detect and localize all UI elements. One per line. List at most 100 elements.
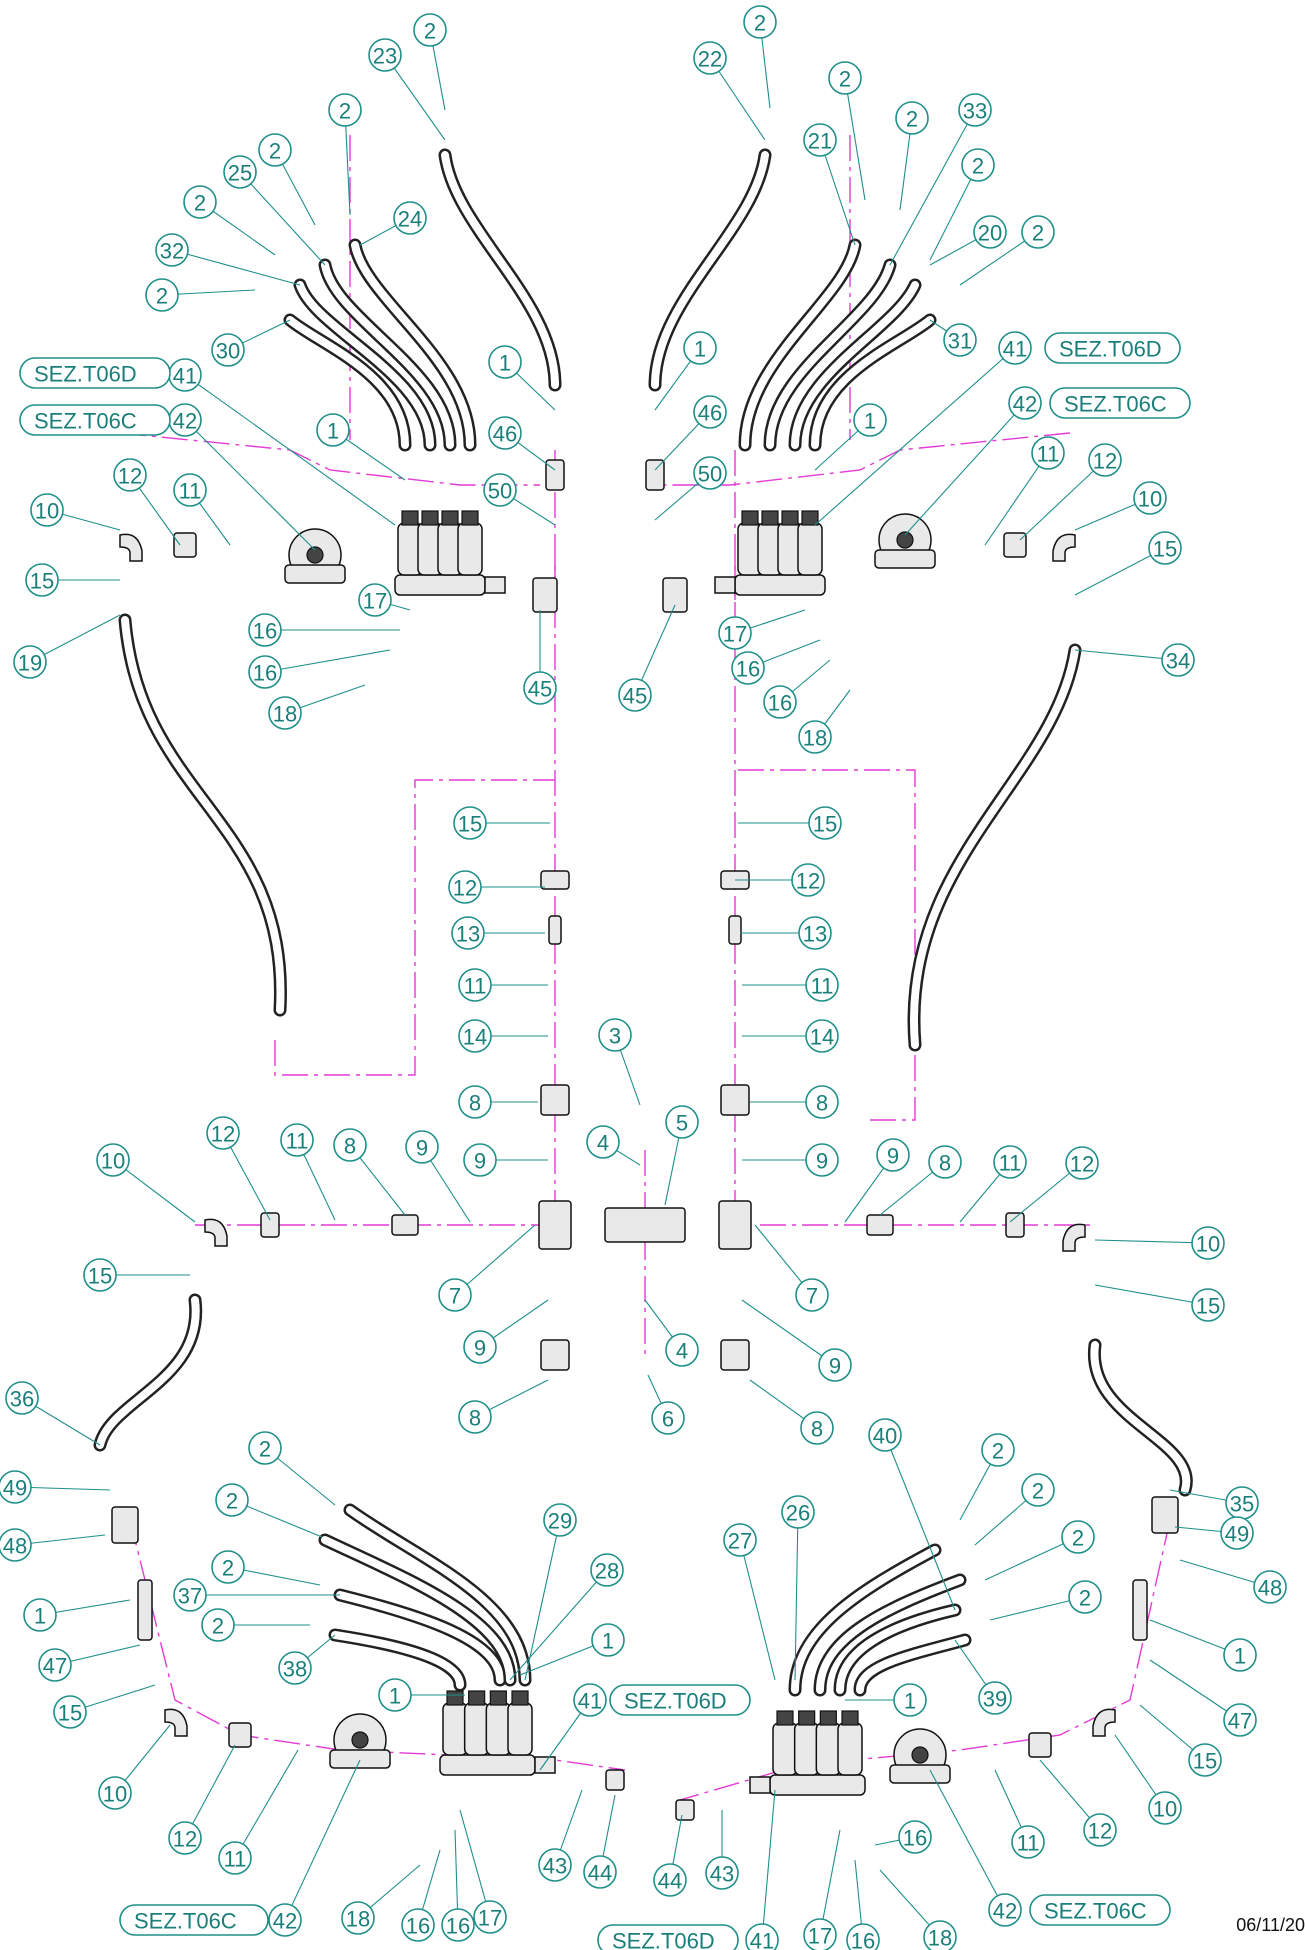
callout-15: 15 (1188, 1743, 1222, 1777)
nipple-13-b (728, 915, 742, 945)
callout-label: 41 (1003, 337, 1027, 362)
callout-16: 16 (248, 613, 282, 647)
callout-47: 47 (38, 1648, 72, 1682)
nut-12-e (228, 1722, 252, 1748)
callout-12: 12 (791, 863, 825, 897)
callout-label: 16 (736, 657, 760, 682)
leader-10 (112, 1159, 196, 1223)
leader-28 (509, 1569, 608, 1681)
callout-42: 42 (268, 1903, 302, 1937)
leader-9 (741, 1299, 836, 1366)
callout-label: 4 (676, 1339, 688, 1364)
callout-42: 42 (988, 1893, 1022, 1927)
callout-41: 41 (745, 1923, 779, 1950)
callout-12: 12 (448, 870, 482, 904)
callout-21: 21 (803, 123, 837, 157)
callout-label: 12 (1088, 1819, 1112, 1844)
callout-8: 8 (800, 1411, 834, 1445)
callout-label: 26 (786, 1501, 810, 1526)
callout-2: 2 (201, 1608, 235, 1642)
callout-label: 42 (273, 1909, 297, 1934)
nipple-13-a (548, 915, 562, 945)
callout-label: 12 (173, 1827, 197, 1852)
callout-15: 15 (83, 1258, 117, 1292)
section-ref-label: SEZ.T06C (134, 1909, 237, 1934)
hose-19 (118, 613, 287, 1017)
callout-label: 2 (339, 99, 351, 124)
callout-label: 17 (363, 589, 387, 614)
callout-39: 39 (978, 1681, 1012, 1715)
pipe-47-right (1132, 1579, 1148, 1641)
section-ref-sez-d: SEZ.T06D (597, 1924, 739, 1950)
leader-23 (384, 54, 446, 141)
leader-2 (844, 77, 866, 201)
leader-33 (889, 109, 976, 266)
callout-label: 15 (88, 1264, 112, 1289)
callout-label: 21 (808, 129, 832, 154)
leader-25 (239, 171, 326, 266)
callout-label: 11 (1017, 1831, 1040, 1856)
section-ref-label: SEZ.T06D (612, 1929, 715, 1950)
callout-label: 9 (474, 1149, 486, 1174)
callout-5: 5 (665, 1105, 699, 1139)
callout-label: 10 (35, 499, 59, 524)
callout-17: 17 (473, 1900, 507, 1934)
callout-15: 15 (1148, 531, 1182, 565)
callout-label: 1 (694, 337, 706, 362)
callout-label: 47 (43, 1654, 67, 1679)
callout-15: 15 (808, 806, 842, 840)
valve-disc-42-bottom-left (329, 1713, 391, 1769)
callout-label: 1 (864, 409, 876, 434)
callout-1: 1 (23, 1598, 57, 1632)
callout-label: 9 (474, 1336, 486, 1361)
leader-41 (814, 347, 1016, 526)
callout-11: 11 (993, 1145, 1027, 1179)
callout-label: 20 (978, 221, 1002, 246)
elbow-10-mid-left (204, 1218, 228, 1247)
callout-label: 16 (406, 1914, 430, 1939)
callout-29: 29 (543, 1503, 577, 1537)
hose-35 (1088, 1338, 1193, 1497)
callout-label: 43 (710, 1862, 734, 1887)
section-ref-label: SEZ.T06D (624, 1689, 727, 1714)
callout-11: 11 (218, 1841, 252, 1875)
section-ref-label: SEZ.T06C (34, 409, 137, 434)
callout-label: 30 (216, 339, 240, 364)
callout-label: 8 (469, 1406, 481, 1431)
hose-23 (438, 148, 562, 392)
nut-12-top-right (1003, 532, 1027, 558)
callout-label: 46 (493, 422, 517, 447)
leader-42 (904, 402, 1026, 536)
section-ref-label: SEZ.T06D (1059, 337, 1162, 362)
section-ref-sez-c: SEZ.T06C (119, 1904, 269, 1936)
callout-label: 16 (903, 1826, 927, 1851)
leader-34 (1074, 649, 1179, 661)
callout-label: 10 (1196, 1232, 1220, 1257)
callout-2: 2 (828, 61, 862, 95)
manifold-top-left (394, 510, 506, 596)
leader-2 (984, 1536, 1079, 1581)
callout-label: 50 (488, 479, 512, 504)
callout-46: 46 (488, 416, 522, 450)
leader-2 (344, 109, 351, 216)
callout-label: 10 (101, 1149, 125, 1174)
callout-label: 10 (1138, 487, 1162, 512)
callout-label: 7 (806, 1284, 818, 1309)
callout-16: 16 (763, 685, 797, 719)
callout-label: 6 (662, 1407, 674, 1432)
callout-15: 15 (25, 563, 59, 597)
callout-label: 8 (344, 1134, 356, 1159)
callout-label: 28 (595, 1559, 619, 1584)
leader-17 (819, 1829, 841, 1936)
callout-label: 9 (816, 1149, 828, 1174)
callout-label: 1 (327, 419, 339, 444)
callout-label: 15 (458, 812, 482, 837)
callout-label: 2 (259, 1437, 271, 1462)
callout-12: 12 (113, 458, 147, 492)
callout-label: 43 (543, 1854, 567, 1879)
callout-2: 2 (413, 13, 447, 47)
callout-label: 38 (283, 1657, 307, 1682)
section-ref-sez-d: SEZ.T06D (19, 357, 171, 389)
callout-label: 36 (10, 1387, 34, 1412)
